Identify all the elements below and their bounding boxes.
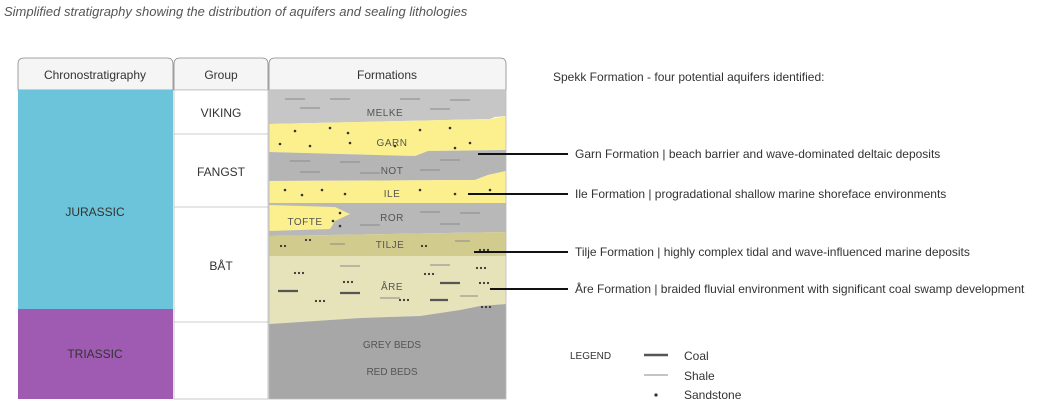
group-header-cell (173, 57, 269, 91)
group-fangst: FANGST (197, 165, 246, 179)
are-annotation: Åre Formation | braided fluvial environm… (575, 281, 1025, 296)
melke-label: MELKE (367, 108, 403, 119)
legend-coal: Coal (684, 349, 709, 363)
sandstone-pattern (278, 126, 492, 309)
melke-formation (269, 90, 506, 124)
group-viking: VIKING (201, 106, 242, 120)
group-header: Group (204, 68, 238, 82)
tilje-formation (269, 232, 506, 256)
garn-formation (269, 116, 506, 156)
formations-header: Formations (357, 68, 417, 82)
tilje-annotation: Tilje Formation | highly complex tidal a… (575, 245, 970, 259)
are-formation (269, 256, 506, 324)
chrono-header-cell (17, 57, 174, 91)
ror-label: ROR (380, 213, 404, 224)
aquifer-summary: Spekk Formation - four potential aquifer… (553, 70, 824, 84)
jurassic-label: JURASSIC (65, 205, 125, 219)
are-label: ÅRE (381, 280, 403, 293)
triassic-label: TRIASSIC (67, 347, 123, 361)
garn-label: GARN (377, 138, 408, 149)
tofte-formation (269, 205, 350, 231)
ile-formation (269, 171, 506, 203)
not-formation (269, 150, 506, 181)
shale-pattern (285, 98, 480, 299)
garn-annotation: Garn Formation | beach barrier and wave-… (575, 147, 940, 161)
legend-shale: Shale (684, 369, 715, 383)
tilje-label: TILJE (376, 240, 405, 251)
group-bat: BÅT (209, 258, 233, 273)
legend-sandstone: Sandstone (684, 388, 742, 402)
jurassic-band (18, 90, 173, 309)
chrono-header: Chronostratigraphy (44, 68, 146, 82)
grey-beds-label: GREY BEDS (363, 340, 421, 351)
grey-red-beds (269, 304, 506, 399)
tofte-label: TOFTE (287, 217, 322, 228)
red-beds-label: RED BEDS (366, 367, 417, 378)
figure-caption: Simplified stratigraphy showing the dist… (4, 4, 468, 19)
triassic-band (18, 309, 173, 399)
legend-title: LEGEND (570, 351, 611, 362)
not-label: NOT (381, 166, 404, 177)
sandstone-legend-swatch (654, 393, 658, 397)
ile-annotation: Ile Formation | progradational shallow m… (575, 187, 946, 201)
formations-header-cell (268, 57, 507, 91)
ile-label: ILE (384, 189, 401, 200)
coal-pattern (278, 281, 460, 302)
